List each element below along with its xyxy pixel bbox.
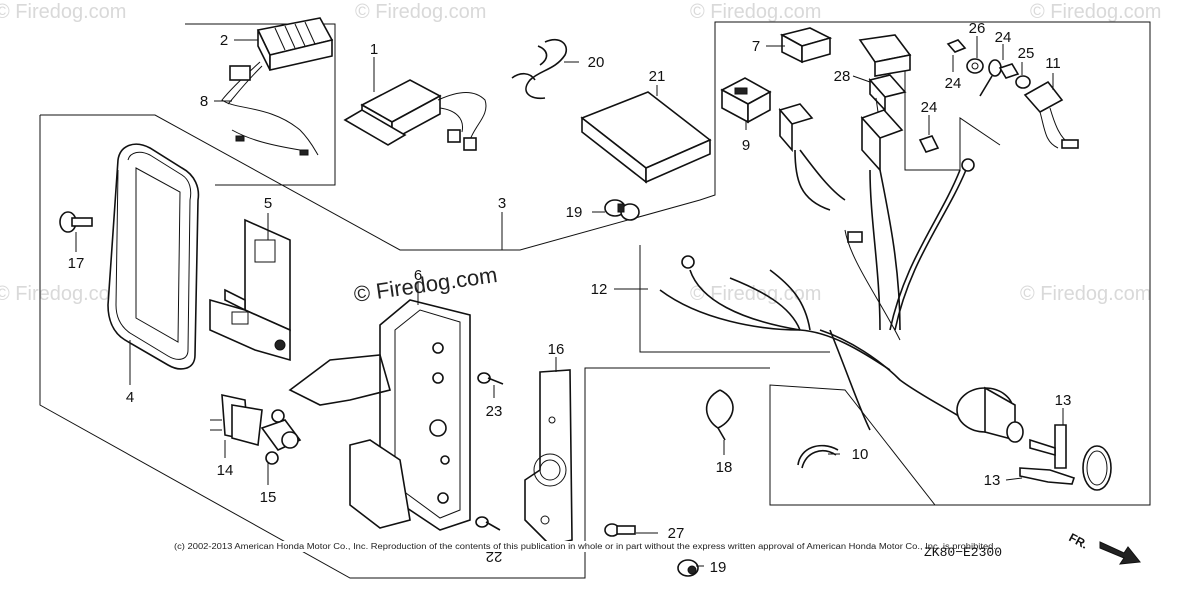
callout-3: 3 — [498, 195, 506, 212]
callout-6: 6 — [414, 267, 422, 284]
copyright-backdrop — [170, 541, 1000, 552]
front-direction-marker: FR. — [1067, 530, 1141, 565]
front-label: FR. — [1067, 530, 1091, 551]
callout-10: 10 — [852, 446, 869, 463]
callout-15: 15 — [260, 489, 277, 506]
part-bracket — [209, 218, 291, 362]
part-gasket — [524, 369, 573, 546]
part-screw-22 — [475, 516, 501, 531]
frame-regulator — [185, 23, 336, 186]
watermark-top-center: © Firedog.com — [355, 1, 486, 23]
part-breaker-15 — [260, 409, 302, 465]
watermark-top-left: © Firedog.com — [0, 1, 126, 23]
callout-18: 18 — [716, 459, 733, 476]
callout-23: 23 — [486, 403, 503, 420]
front-arrow-icon — [1099, 541, 1141, 565]
part-clamp-10 — [797, 444, 839, 469]
callout-24c: 24 — [921, 99, 938, 116]
part-hardware-set — [918, 39, 1031, 153]
part-cdi-unit — [343, 79, 487, 151]
callout-24a: 24 — [945, 75, 962, 92]
part-bolt-27 — [604, 523, 636, 537]
callout-12: 12 — [591, 281, 608, 298]
part-sensor-11 — [1023, 80, 1079, 149]
part-bolt-17 — [59, 211, 93, 233]
frame-harness — [639, 245, 830, 353]
diagram-code: ZK80−E2300 — [924, 545, 1002, 560]
callout-11: 11 — [1045, 55, 1061, 72]
callout-25: 25 — [1018, 45, 1035, 62]
watermark-mid-left: © Firedog.com — [0, 283, 126, 305]
callout-2: 2 — [220, 32, 228, 49]
part-relay-7 — [779, 27, 833, 64]
callout-14: 14 — [217, 462, 234, 479]
part-cable-clip — [511, 38, 567, 100]
callout-20: 20 — [588, 54, 605, 71]
callout-27: 27 — [668, 525, 685, 542]
part-keys-13 — [1019, 424, 1112, 491]
callout-1: 1 — [370, 41, 378, 58]
part-control-panel — [288, 299, 471, 531]
watermark-mid-far-right: © Firedog.com — [1020, 283, 1151, 305]
frame-lower — [39, 115, 770, 579]
part-screw-23 — [477, 372, 504, 385]
part-cover — [107, 143, 200, 370]
callout-21: 21 — [649, 68, 666, 85]
callout-19b: 19 — [710, 559, 727, 576]
leader-lines — [75, 36, 1064, 567]
callout-4: 4 — [126, 389, 134, 406]
callout-7: 7 — [752, 38, 760, 55]
part-cable-tie-18 — [705, 389, 734, 441]
callout-13b: 13 — [984, 472, 1001, 489]
part-regulator-rectifier — [221, 17, 334, 156]
part-cap — [858, 34, 912, 77]
callout-16: 16 — [548, 341, 565, 358]
callout-17: 17 — [68, 255, 85, 272]
watermark-top-right: © Firedog.com — [690, 1, 821, 23]
watermark-main: © Firedog.com — [352, 262, 499, 307]
callout-19a: 19 — [566, 204, 583, 221]
copyright-notice: (c) 2002-2013 American Honda Motor Co., … — [174, 542, 996, 551]
part-connector-9 — [720, 77, 772, 124]
part-switch-14 — [210, 393, 263, 447]
part-fuse-holder-28 — [868, 74, 907, 113]
callout-24b: 24 — [995, 29, 1012, 46]
callout-5: 5 — [264, 195, 272, 212]
callout-22: 22 — [486, 548, 503, 565]
callout-26: 26 — [969, 20, 986, 37]
callout-9: 9 — [742, 137, 750, 154]
callout-8: 8 — [200, 93, 208, 110]
part-grommet-19a — [604, 199, 640, 221]
callout-13a: 13 — [1055, 392, 1072, 409]
watermark-top-far-right: © Firedog.com — [1030, 1, 1161, 23]
part-foam-pad — [580, 91, 712, 184]
watermark-mid-right: © Firedog.com — [690, 283, 821, 305]
part-key-switch — [956, 386, 1024, 443]
part-wire-harness — [659, 103, 975, 431]
callout-28: 28 — [834, 68, 851, 85]
frame-upper — [40, 21, 1151, 506]
part-grommet-19b — [677, 559, 699, 577]
